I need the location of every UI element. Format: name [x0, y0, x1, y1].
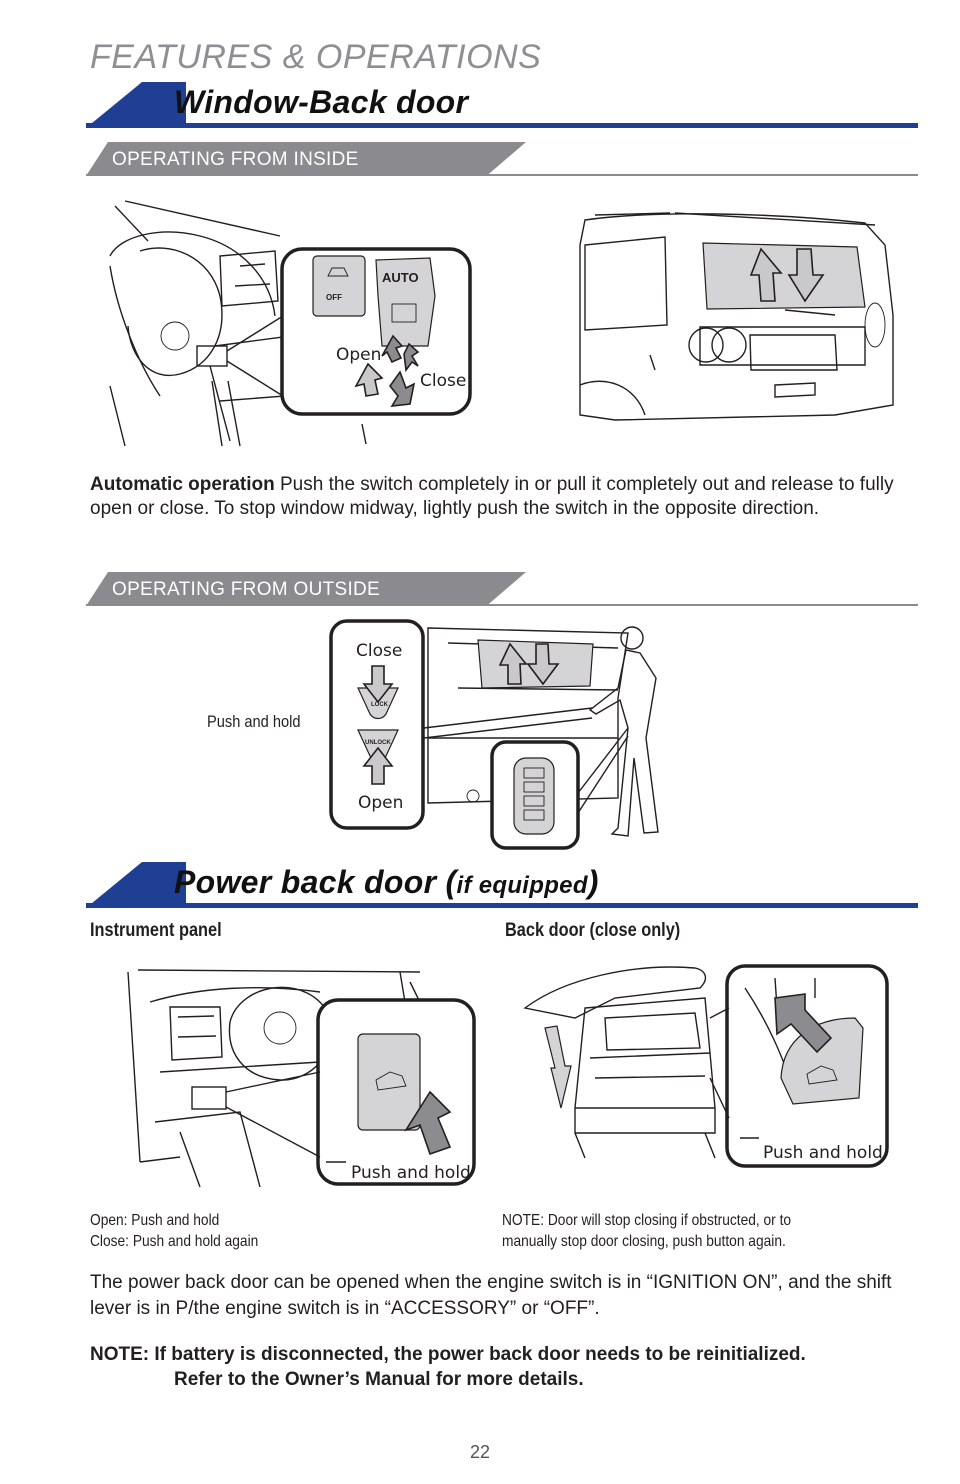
push-and-hold-label: Push and hold	[763, 1143, 883, 1163]
battery-note: NOTE: If battery is disconnected, the po…	[90, 1342, 930, 1392]
battery-note-line1: NOTE: If battery is disconnected, the po…	[90, 1344, 806, 1365]
title-close-paren: )	[587, 864, 599, 900]
power-back-door-switch	[357, 1033, 421, 1131]
heading-accent-wedge	[86, 82, 186, 128]
title-main: Power back door (	[174, 864, 457, 900]
instrument-panel-heading: Instrument panel	[90, 920, 222, 941]
unlock-label: UNLOCK	[365, 740, 391, 746]
door-closing-arrow-icon	[544, 1025, 572, 1109]
power-back-door-condition-text: The power back door can be opened when t…	[90, 1272, 892, 1319]
window-down-arrow-icon	[526, 643, 560, 686]
close-arrow-icon	[403, 342, 420, 373]
automatic-operation-text: Push the switch completely in or pull it…	[90, 474, 894, 519]
subheading-label: OPERATING FROM OUTSIDE	[112, 579, 381, 600]
section-heading-power-back-door: Power back door (if equipped)	[86, 862, 918, 908]
subheading-rule	[86, 604, 918, 606]
push-and-hold-label: Push and hold	[207, 712, 301, 731]
back-door-icon	[806, 1065, 838, 1085]
vehicle-rear-window-illustration	[579, 212, 894, 421]
caption-close: Close: Push and hold again	[90, 1233, 259, 1250]
section-title: Window-Back door	[174, 84, 469, 120]
subheading-rule	[86, 174, 918, 176]
page-section-header: FEATURES & OPERATIONS	[90, 38, 542, 76]
back-door-close-illustration: Push and hold	[523, 964, 889, 1168]
auto-label: AUTO	[382, 270, 419, 285]
close-button	[780, 1017, 864, 1105]
heading-accent-wedge	[86, 862, 186, 908]
open-label: Open	[336, 345, 381, 365]
push-arrow-icon	[774, 993, 833, 1054]
caption-open: Open: Push and hold	[90, 1212, 220, 1229]
page-number: 22	[469, 1442, 491, 1462]
push-arrow-icon	[404, 1090, 452, 1156]
section-heading-window-back-door: Window-Back door	[86, 82, 918, 128]
subheading-operating-outside: OPERATING FROM OUTSIDE	[86, 572, 918, 606]
lock-label: LOCK	[371, 702, 389, 708]
close-label: Close	[420, 371, 466, 391]
close-push-arrow-icon	[362, 665, 394, 704]
window-switch	[375, 257, 436, 347]
traction-off-switch	[312, 255, 366, 317]
subheading-label: OPERATING FROM INSIDE	[112, 149, 359, 170]
caption-note-line1: NOTE: Door will stop closing if obstruct…	[502, 1212, 792, 1229]
automatic-operation-paragraph: Automatic operation Push the switch comp…	[90, 473, 920, 521]
rear-window-glass	[702, 242, 866, 310]
battery-note-line2: Refer to the Owner’s Manual for more det…	[174, 1369, 584, 1390]
title-qualifier: if equipped	[456, 872, 588, 899]
open-push-arrow-icon	[362, 746, 394, 785]
automatic-operation-heading: Automatic operation	[90, 474, 275, 495]
subheading-tab	[86, 142, 526, 176]
section-title: Power back door (if equipped)	[174, 864, 599, 901]
window-up-arrow-icon	[498, 642, 528, 685]
instrument-panel-caption: Open: Push and hold Close: Push and hold…	[90, 1210, 258, 1252]
push-and-hold-label: Push and hold	[351, 1163, 471, 1183]
open-arrow-icon	[381, 334, 404, 364]
window-up-arrow-icon	[749, 247, 783, 302]
close-label: Close	[356, 641, 402, 661]
heading-rule	[86, 123, 918, 128]
open-big-arrow-icon	[354, 362, 384, 397]
instrument-panel-illustration: Push and hold	[127, 969, 476, 1188]
off-label: OFF	[326, 293, 342, 302]
subheading-tab	[86, 572, 526, 606]
close-big-arrow-icon	[388, 370, 416, 407]
back-door-heading: Back door (close only)	[505, 920, 681, 941]
window-down-arrow-icon	[787, 248, 825, 303]
subheading-operating-inside: OPERATING FROM INSIDE	[86, 142, 918, 176]
back-door-caption: NOTE: Door will stop closing if obstruct…	[502, 1210, 791, 1252]
outside-operation-illustration: Close LOCK UNLOCK Open	[329, 619, 659, 850]
back-door-icon	[375, 1071, 407, 1091]
heading-rule	[86, 903, 918, 908]
open-label: Open	[358, 793, 403, 813]
dashboard-switch-illustration: OFF AUTO Open Close	[109, 200, 472, 447]
caption-note-line2: manually stop door closing, push button …	[502, 1233, 786, 1250]
fob-buttons-callout	[329, 619, 425, 830]
